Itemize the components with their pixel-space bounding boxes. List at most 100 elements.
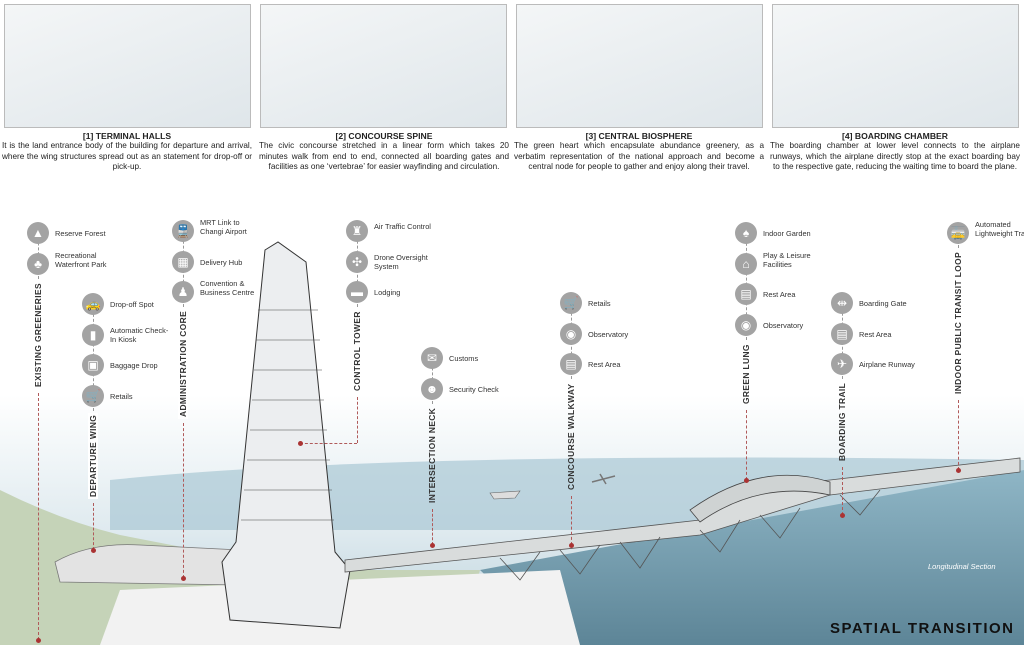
ferry <box>489 490 521 500</box>
playground-icon: ⌂ <box>735 252 757 275</box>
tram-icon: 🚋 <box>947 222 969 244</box>
leader-line-lower-concourse-walkway <box>571 496 572 545</box>
zone-label-green-lung: GREEN LUNG <box>741 343 751 404</box>
caption-concourse-spine: [2] CONCOURSE SPINE The civic concourse … <box>259 131 509 173</box>
leader-endpoint-administration-core <box>181 576 186 581</box>
caption-title: [2] CONCOURSE SPINE <box>335 131 433 141</box>
item-label: Play & Leisure Facilities <box>763 250 811 269</box>
tower-icon: ♜ <box>346 220 368 242</box>
control-tower <box>221 241 351 629</box>
kiosk-icon: ▮ <box>82 323 104 346</box>
zone-label-intersection-neck: INTERSECTION NECK <box>427 407 437 503</box>
leader-line-lower-green-lung <box>746 409 747 480</box>
item-label: Baggage Drop <box>110 361 158 370</box>
camera-pin-icon: ◉ <box>735 313 757 336</box>
item-label: Observatory <box>588 329 629 339</box>
bed-icon: ▬ <box>346 281 368 303</box>
leader-endpoint-existing-greeneries <box>36 638 41 643</box>
panel-concourse-spine-render <box>260 4 507 128</box>
item-label: Retails <box>588 299 611 308</box>
park-icon: ♣ <box>27 252 49 275</box>
caption-description: The green heart which encapsulate abunda… <box>514 141 764 172</box>
leader-endpoint-green-lung <box>744 478 749 483</box>
gate-icon: ⇹ <box>831 292 853 314</box>
section-label: Longitudinal Section <box>928 562 996 571</box>
bench-icon: ▤ <box>560 353 582 375</box>
item-label: Air Traffic Control <box>374 222 431 231</box>
item-label: Convention & Business Centre <box>200 279 255 297</box>
item-label: Indoor Garden <box>763 229 811 238</box>
item-label: Drop-off Spot <box>110 300 154 309</box>
cart-icon: 🛒 <box>82 384 104 407</box>
item-label: Drone Oversight System <box>374 252 428 271</box>
panel-terminal-halls-render <box>4 4 251 128</box>
bench-icon: ▤ <box>735 283 757 305</box>
item-label: Rest Area <box>763 290 796 299</box>
box-icon: ▦ <box>172 250 194 273</box>
taxi-icon: 🚕 <box>82 293 104 315</box>
leader-line-horizontal-control-tower <box>300 443 357 444</box>
cart-icon: 🛒 <box>560 292 582 314</box>
mountain-icon: ▲ <box>27 222 49 244</box>
leader-endpoint-control-tower <box>298 441 303 446</box>
zone-label-control-tower: CONTROL TOWER <box>352 309 362 393</box>
zone-label-boarding-trail: BOARDING TRAIL <box>837 382 847 461</box>
item-label: Recreational Waterfront Park <box>55 250 107 269</box>
green-lung-roof <box>689 474 831 523</box>
leader-line-lower-control-tower <box>357 397 358 443</box>
item-label: Security Check <box>449 384 499 394</box>
underwater-section <box>480 470 1024 645</box>
item-label: Retails <box>110 391 133 401</box>
terminal-wing <box>54 544 241 586</box>
caption-description: The boarding chamber at lower level conn… <box>770 141 1020 172</box>
leader-line-lower-indoor-public-transit-loop <box>958 400 959 470</box>
passport-icon: ✉ <box>421 347 443 369</box>
leader-line-lower-existing-greeneries <box>38 392 39 640</box>
item-label: Rest Area <box>859 329 892 339</box>
item-label: Customs <box>449 354 479 363</box>
deck-supports <box>499 489 881 581</box>
camera-pin-icon: ◉ <box>560 322 582 345</box>
tree-icon: ♠ <box>735 222 757 244</box>
item-label: Lodging <box>374 288 401 297</box>
bench-icon: ▤ <box>831 322 853 345</box>
podium-icon: ♟ <box>172 281 194 303</box>
leader-line-lower-boarding-trail <box>842 467 843 515</box>
caption-terminal-halls: [1] TERMINAL HALLS It is the land entran… <box>2 131 252 173</box>
leader-endpoint-intersection-neck <box>430 543 435 548</box>
zone-label-concourse-walkway: CONCOURSE WALKWAY <box>566 383 576 490</box>
item-label: Automated Lightweight Tram <box>975 220 1024 238</box>
officer-icon: ☻ <box>421 377 443 400</box>
airplane-icon: ✈ <box>831 353 853 375</box>
zone-label-existing-greeneries: EXISTING GREENERIES <box>33 280 43 389</box>
zone-label-departure-wing: DEPARTURE WING <box>88 412 98 499</box>
luggage-icon: ▣ <box>82 354 104 376</box>
item-label: Automatic Check-In Kiosk <box>110 325 169 344</box>
item-label: MRT Link to Changi Airport <box>200 218 247 236</box>
tower-floor-lines <box>241 309 334 521</box>
caption-boarding-chamber: [4] BOARDING CHAMBER The boarding chambe… <box>770 131 1020 173</box>
leader-endpoint-boarding-trail <box>840 513 845 518</box>
panel-boarding-chamber-render <box>772 4 1019 128</box>
leader-line-lower-departure-wing <box>93 502 94 550</box>
drone-icon: ✣ <box>346 250 368 273</box>
item-label: Boarding Gate <box>859 299 907 308</box>
item-label: Reserve Forest <box>55 229 106 238</box>
longitudinal-section-illustration <box>0 190 1024 645</box>
item-label: Airplane Runway <box>859 360 915 369</box>
diagram-title: SPATIAL TRANSITION <box>830 620 1015 637</box>
caption-central-biosphere: [3] CENTRAL BIOSPHERE The green heart wh… <box>514 131 764 173</box>
leader-endpoint-concourse-walkway <box>569 543 574 548</box>
leader-line-lower-administration-core <box>183 423 184 578</box>
item-label: Rest Area <box>588 360 621 369</box>
leader-endpoint-departure-wing <box>91 548 96 553</box>
caption-title: [4] BOARDING CHAMBER <box>842 131 948 141</box>
airplane <box>591 473 616 485</box>
leader-line-lower-intersection-neck <box>432 508 433 545</box>
caption-description: The civic concourse stretched in a linea… <box>259 141 509 172</box>
zone-label-indoor-public-transit-loop: INDOOR PUBLIC TRANSIT LOOP <box>953 251 963 394</box>
item-label: Delivery Hub <box>200 257 243 267</box>
train-icon: 🚆 <box>172 220 194 242</box>
item-label: Observatory <box>763 320 804 330</box>
panel-central-biosphere-render <box>516 4 763 128</box>
